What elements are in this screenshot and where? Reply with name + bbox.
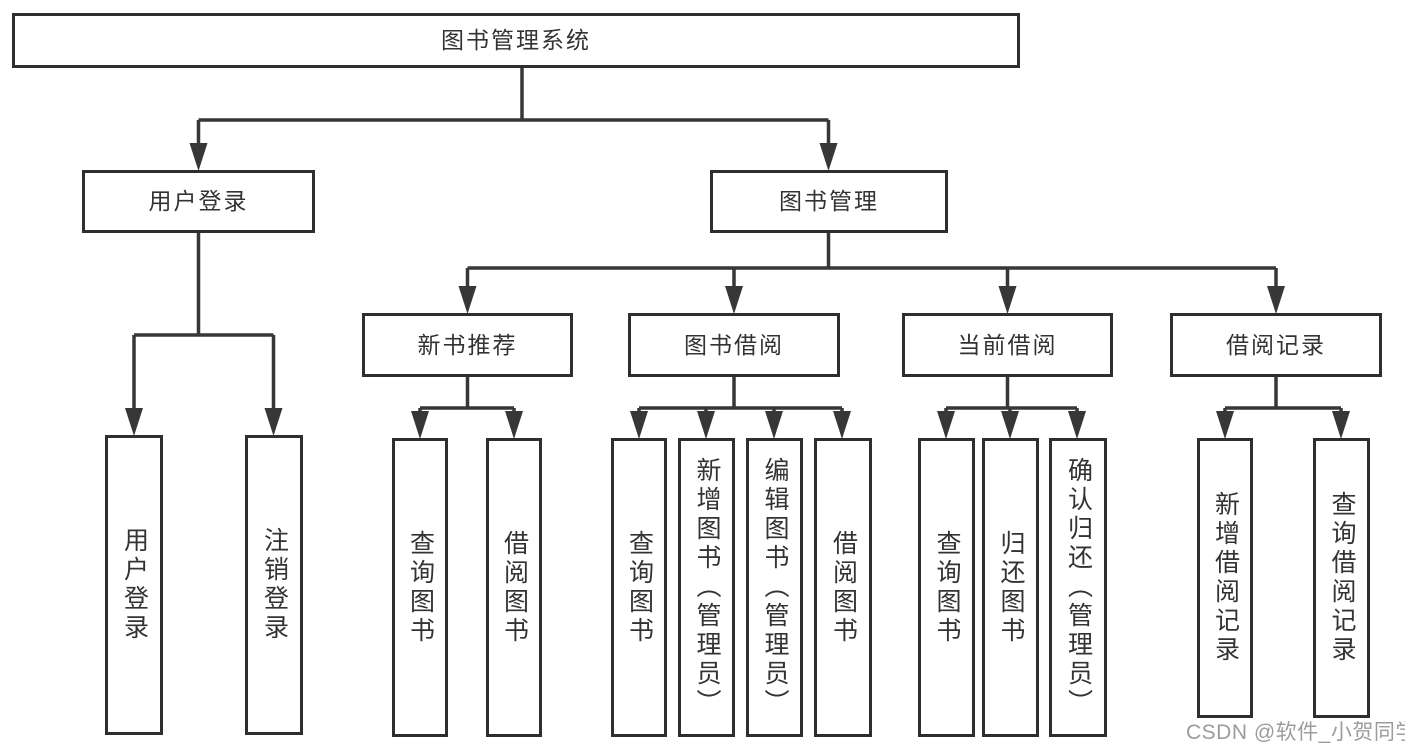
node-current-borrowing: 当前借阅 bbox=[902, 313, 1113, 377]
arrowhead bbox=[1332, 411, 1350, 439]
node-label: 新书推荐 bbox=[417, 331, 518, 358]
connector-book-borrowing bbox=[630, 377, 851, 439]
node-book-borrowing: 图书借阅 bbox=[628, 313, 840, 377]
node-add-books-admin: 新增图书（管理员） bbox=[678, 438, 735, 737]
node-query-borrow-record: 查询借阅记录 bbox=[1313, 438, 1370, 718]
node-user-login-leaf: 用户登录 bbox=[105, 435, 163, 735]
node-confirm-return-admin: 确认归还（管理员） bbox=[1049, 438, 1107, 737]
node-label: 查询借阅记录 bbox=[1328, 491, 1356, 665]
node-label: 新增借阅记录 bbox=[1211, 491, 1240, 665]
node-label: 注销登录 bbox=[260, 527, 289, 643]
arrowhead bbox=[189, 143, 208, 171]
arrowhead bbox=[697, 411, 715, 439]
node-edit-books-admin: 编辑图书（管理员） bbox=[746, 438, 803, 737]
node-label: 查询图书 bbox=[933, 529, 961, 646]
node-query-books-1: 查询图书 bbox=[392, 438, 448, 737]
node-label: 图书借阅 bbox=[684, 331, 784, 358]
node-label: 用户登录 bbox=[120, 527, 149, 643]
node-label: 查询图书 bbox=[625, 529, 654, 646]
node-query-books-3: 查询图书 bbox=[918, 438, 975, 737]
arrowhead bbox=[125, 408, 143, 436]
arrowhead bbox=[833, 411, 851, 439]
node-return-books: 归还图书 bbox=[982, 438, 1039, 737]
node-label: 查询图书 bbox=[406, 529, 435, 646]
arrowhead bbox=[264, 408, 283, 436]
node-label: 用户登录 bbox=[148, 188, 249, 214]
connector-user-login bbox=[125, 233, 283, 436]
arrowhead bbox=[630, 411, 648, 439]
arrowhead bbox=[819, 143, 838, 171]
csdn-watermark: CSDN @软件_小贺同学 bbox=[1186, 721, 1405, 744]
node-label: 新增图书（管理员） bbox=[693, 457, 721, 718]
node-book-management: 图书管理 bbox=[710, 170, 948, 233]
arrowhead bbox=[998, 286, 1017, 314]
node-label: 借阅图书 bbox=[829, 529, 858, 646]
connector-borrowing-records bbox=[1216, 377, 1350, 439]
node-new-book-recommend: 新书推荐 bbox=[362, 313, 573, 377]
arrowhead bbox=[937, 411, 955, 439]
connector-book-management bbox=[458, 233, 1285, 314]
arrowhead bbox=[1068, 411, 1086, 439]
node-label: 当前借阅 bbox=[957, 331, 1058, 358]
connector-current-borrowing bbox=[937, 377, 1086, 439]
connector-new-book-recommend bbox=[411, 377, 523, 439]
arrowhead bbox=[458, 286, 477, 314]
arrowhead bbox=[765, 411, 783, 439]
node-borrow-books-1: 借阅图书 bbox=[486, 438, 542, 737]
node-borrowing-records: 借阅记录 bbox=[1170, 313, 1382, 377]
connector-root bbox=[189, 68, 838, 171]
node-query-books-2: 查询图书 bbox=[611, 438, 667, 737]
node-library-system: 图书管理系统 bbox=[12, 13, 1020, 68]
arrowhead bbox=[505, 411, 523, 439]
arrowhead bbox=[1267, 286, 1285, 314]
node-label: 归还图书 bbox=[997, 529, 1025, 646]
node-label: 图书管理系统 bbox=[441, 27, 591, 53]
arrowhead bbox=[411, 411, 429, 439]
node-label: 确认归还（管理员） bbox=[1064, 457, 1093, 718]
node-borrow-books-2: 借阅图书 bbox=[814, 438, 872, 737]
arrowhead bbox=[725, 286, 743, 314]
node-label: 编辑图书（管理员） bbox=[761, 457, 789, 718]
arrowhead bbox=[1001, 411, 1019, 439]
node-add-borrow-record: 新增借阅记录 bbox=[1197, 438, 1253, 718]
arrowhead bbox=[1216, 411, 1234, 439]
node-label: 借阅图书 bbox=[500, 529, 529, 646]
node-user-login: 用户登录 bbox=[82, 170, 315, 233]
node-label: 借阅记录 bbox=[1226, 331, 1326, 358]
node-logout: 注销登录 bbox=[245, 435, 303, 735]
node-label: 图书管理 bbox=[779, 188, 879, 214]
